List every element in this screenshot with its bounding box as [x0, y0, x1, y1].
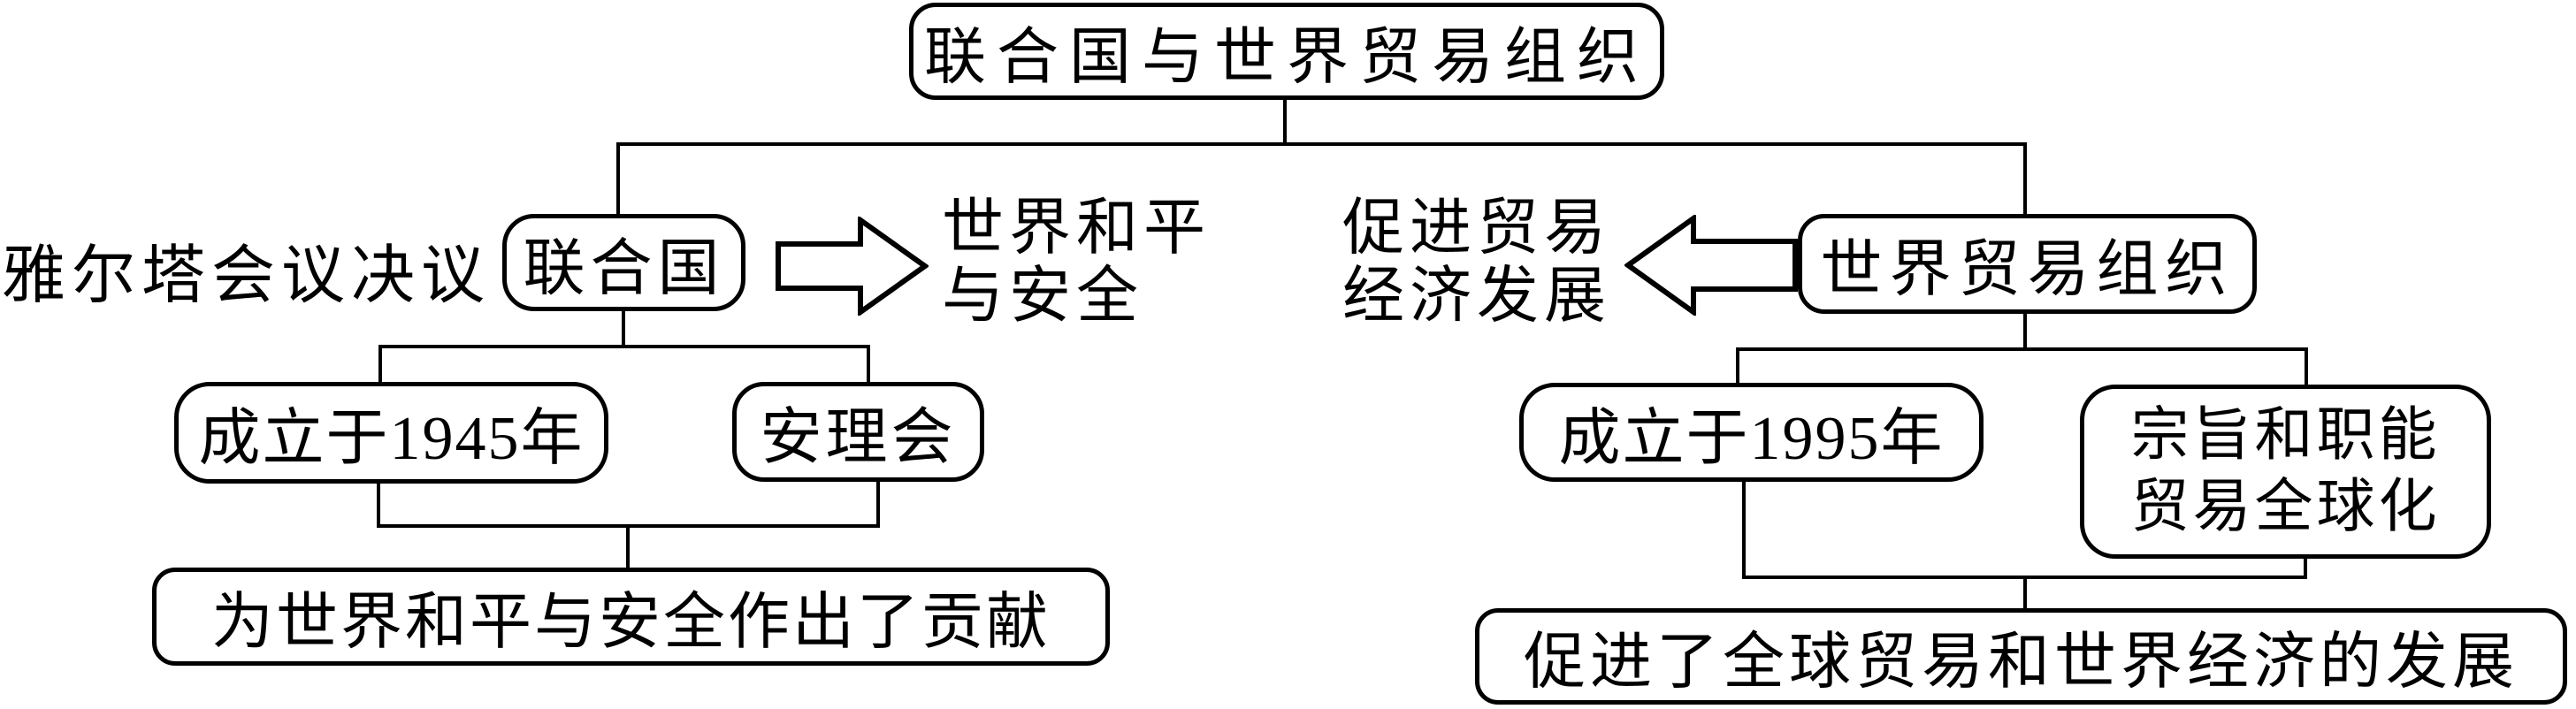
- node-founded-1945: 成立于1945年: [174, 382, 608, 484]
- connector-line: [2023, 142, 2027, 217]
- connector-line: [876, 480, 880, 528]
- connector-line: [2023, 576, 2027, 610]
- node-united-nations: 联合国: [502, 214, 745, 311]
- trade-line-1: 促进贸易: [1342, 194, 1611, 263]
- connector-line: [2023, 312, 2027, 351]
- connector-line: [2305, 347, 2308, 386]
- peace-line-2: 与安全: [942, 263, 1143, 331]
- node-security-council: 安理会: [732, 382, 984, 482]
- peace-line-1: 世界和平: [942, 194, 1211, 263]
- right-block-arrow-icon: [776, 217, 929, 316]
- connector-line: [616, 142, 2027, 146]
- connector-line: [616, 142, 620, 217]
- node-founded-1995: 成立于1995年: [1519, 383, 1984, 482]
- node-un-contribution: 为世界和平与安全作出了贡献: [152, 568, 1110, 666]
- node-wto: 世界贸易组织: [1798, 214, 2257, 314]
- connector-line: [378, 345, 382, 385]
- connector-line: [378, 345, 870, 348]
- label-promote-trade-economy: 促进贸易 经济发展: [1342, 194, 1611, 331]
- connector-line: [626, 524, 630, 569]
- left-block-arrow-icon: [1624, 215, 1798, 316]
- connector-line: [1736, 347, 1739, 385]
- node-wto-contribution: 促进了全球贸易和世界经济的发展: [1475, 608, 2567, 705]
- label-world-peace-security: 世界和平 与安全: [942, 194, 1211, 331]
- node-purpose-functions: 宗旨和职能 贸易全球化: [2080, 385, 2491, 559]
- connector-line: [622, 309, 625, 348]
- node-un-and-wto: 联合国与世界贸易组织: [909, 3, 1664, 100]
- connector-line: [1283, 100, 1287, 146]
- label-yalta-resolution: 雅尔塔会议决议: [2, 240, 492, 311]
- trade-line-2: 经济发展: [1342, 263, 1611, 331]
- purpose-line-2: 贸易全球化: [2130, 474, 2441, 539]
- connector-line: [867, 345, 870, 385]
- connector-line: [377, 482, 380, 528]
- connector-line: [1742, 480, 1746, 579]
- purpose-line-1: 宗旨和职能: [2130, 402, 2441, 468]
- connector-line: [2304, 557, 2307, 579]
- connector-line: [1736, 347, 2308, 351]
